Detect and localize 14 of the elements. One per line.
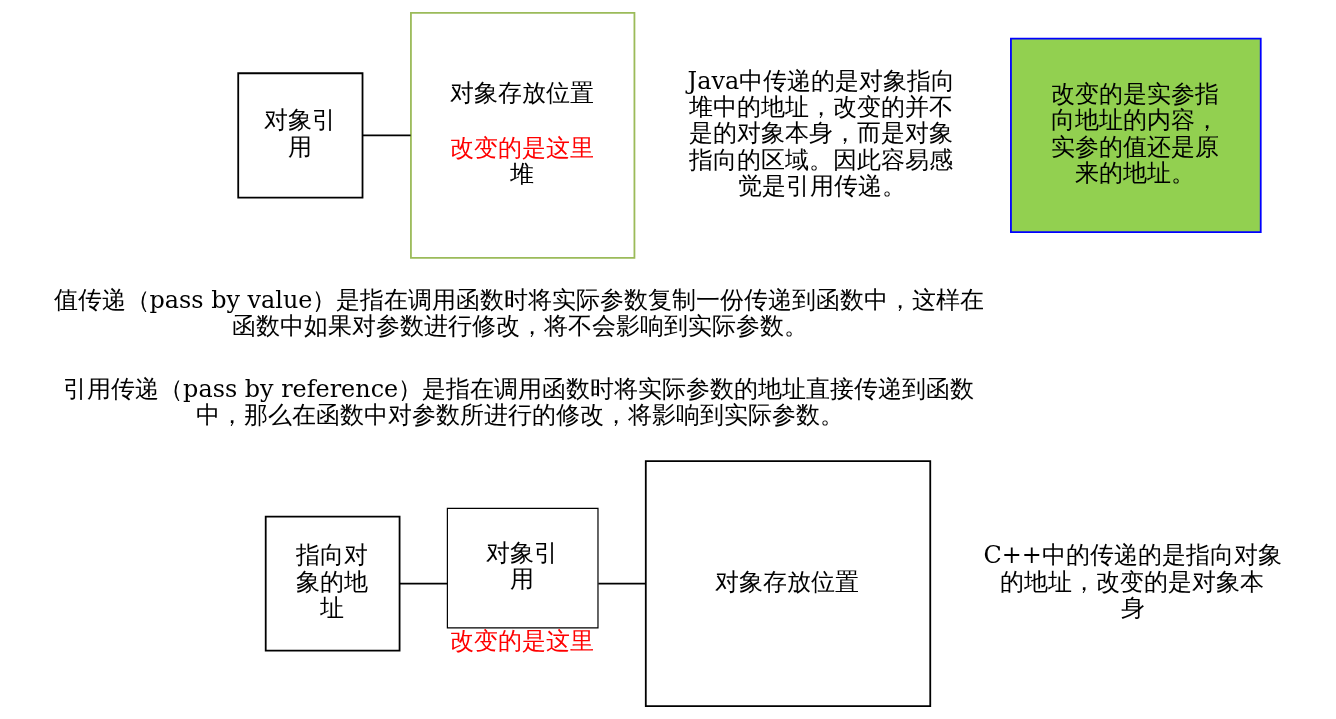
connector xyxy=(398,582,448,585)
connector xyxy=(361,134,412,137)
label: Java中传递的是对象指向堆中的地址，改变的并不是的对象本身，而是对象指向的区域。因此容易感觉是引用传递。 xyxy=(687,66,955,200)
connector xyxy=(596,582,647,585)
label: C++中的传递的是指向对象的地址，改变的是对象本身 xyxy=(982,541,1282,622)
node-box: 对象引用 xyxy=(236,72,363,199)
node-box: 指向对象的地址 xyxy=(264,515,400,652)
label: 引用传递（pass by reference）是指在调用函数时将实际参数的地址直接传递到函数中，那么在函数中对参数所进行的修改，将影响到实际参数。 xyxy=(62,374,974,429)
node-box: 对象存放位置 xyxy=(644,460,931,707)
node-box: 改变的是实参指向地址的内容，实参的值还是原来的地址。 xyxy=(1009,37,1262,234)
node-label: 改变的是这里 xyxy=(449,627,594,656)
node-box: 对象引用 xyxy=(446,507,599,629)
label: 值传递（pass by value）是指在调用函数时将实际参数复制一份传递到函数中，这样在函数中如果对参数进行修改，将不会影响到实际参数。 xyxy=(53,286,985,341)
node-box: 对象存放位置 改变的是这里 堆 xyxy=(409,12,635,259)
